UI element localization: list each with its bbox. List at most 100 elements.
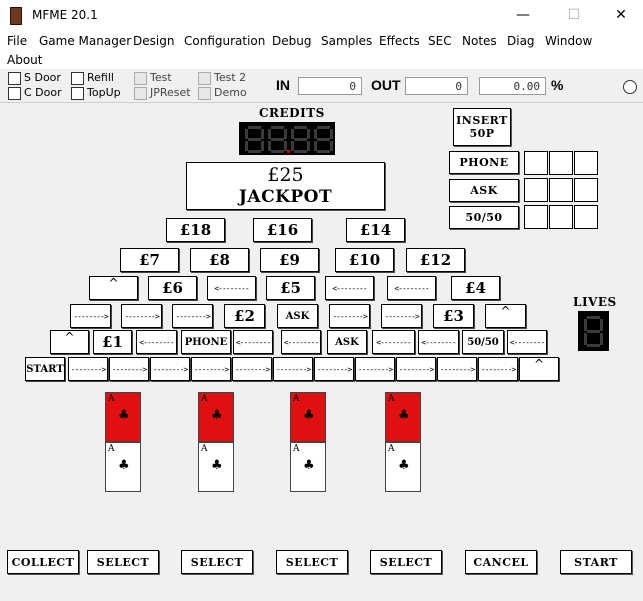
s-door-checkbox[interactable] — [8, 72, 21, 85]
card-back-rank-1: A — [108, 394, 115, 404]
arrow-right-r6k: --------> — [478, 357, 518, 381]
prize-4: £4 — [451, 276, 500, 300]
test-checkbox[interactable] — [134, 72, 147, 85]
close-button[interactable]: ✕ — [615, 7, 627, 23]
arrow-left-r5e: <-------- — [418, 330, 459, 354]
side-phone-button[interactable]: PHONE — [449, 151, 519, 174]
menu-bar: File Game Manager Design Configuration D… — [0, 31, 643, 69]
topup-checkbox[interactable] — [71, 87, 84, 100]
arrow-left-r3b: <-------- — [325, 276, 374, 300]
title-bar: MFME 20.1 — ☐ ✕ — [0, 0, 643, 31]
club-icon: ♣ — [303, 458, 315, 473]
menu-notes[interactable]: Notes — [462, 34, 497, 48]
lives-label: LIVES — [573, 295, 617, 309]
menu-diag[interactable]: Diag — [507, 34, 535, 48]
cancel-button[interactable]: CANCEL — [465, 550, 537, 574]
card-face-1: A ♣ — [105, 442, 141, 492]
club-icon: ♣ — [303, 408, 315, 423]
select-button-1[interactable]: SELECT — [87, 550, 159, 574]
select-button-2[interactable]: SELECT — [181, 550, 253, 574]
arrow-up-r6: ^ — [519, 357, 559, 381]
card-back-rank-2: A — [201, 394, 208, 404]
arrow-right-r4b: --------> — [121, 304, 162, 328]
arrow-up-r5: ^ — [50, 330, 89, 354]
menu-file[interactable]: File — [7, 34, 28, 48]
window-title: MFME 20.1 — [32, 8, 98, 22]
card-rank-4: A — [388, 444, 395, 454]
prize-8: £8 — [190, 248, 249, 272]
prize-6: £6 — [148, 276, 197, 300]
card-back-3: A ♣ — [290, 392, 326, 442]
topup-label: TopUp — [87, 86, 121, 99]
refill-label: Refill — [87, 71, 114, 84]
arrow-right-r4d: --------> — [329, 304, 370, 328]
arrow-left-r3a: <-------- — [207, 276, 256, 300]
in-label: IN — [276, 77, 290, 93]
insert-amount: 50P — [469, 127, 495, 140]
ask-lamp-3 — [574, 178, 598, 202]
club-icon: ♣ — [398, 408, 410, 423]
prize-1: £1 — [93, 330, 132, 354]
toolbar: S Door C Door Refill TopUp Test JPReset … — [0, 69, 643, 103]
lives-display — [578, 311, 609, 351]
club-icon: ♣ — [398, 458, 410, 473]
menu-game-manager[interactable]: Game Manager — [39, 34, 132, 48]
jackpot-panel: £25 JACKPOT — [186, 162, 385, 210]
club-icon: ♣ — [211, 408, 223, 423]
insert-50p-button[interactable]: INSERT 50P — [453, 108, 511, 146]
menu-configuration[interactable]: Configuration — [184, 34, 266, 48]
arrow-right-r6f: --------> — [273, 357, 313, 381]
arrow-left-r3c: <-------- — [387, 276, 436, 300]
5050-lamp-1 — [524, 205, 548, 229]
c-door-checkbox[interactable] — [8, 87, 21, 100]
arrow-left-r5d: <-------- — [372, 330, 415, 354]
select-button-4[interactable]: SELECT — [370, 550, 442, 574]
side-5050-button[interactable]: 50/50 — [449, 206, 519, 229]
percent-label: % — [551, 77, 564, 93]
phone-lifeline: PHONE — [181, 330, 231, 354]
credits-label: CREDITS — [259, 106, 325, 120]
status-radio[interactable] — [623, 80, 637, 94]
card-slot-1: A ♣ A ♣ — [105, 392, 142, 492]
menu-debug[interactable]: Debug — [272, 34, 312, 48]
app-icon — [10, 7, 22, 25]
out-counter: 0 — [405, 77, 468, 95]
club-icon: ♣ — [118, 408, 130, 423]
collect-button[interactable]: COLLECT — [7, 550, 79, 574]
demo-checkbox[interactable] — [198, 87, 211, 100]
phone-lamp-3 — [574, 151, 598, 175]
select-button-3[interactable]: SELECT — [276, 550, 348, 574]
prize-16: £16 — [253, 218, 312, 242]
arrow-right-r4a: --------> — [70, 304, 111, 328]
side-ask-button[interactable]: ASK — [449, 179, 519, 202]
card-slot-3: A ♣ A ♣ — [290, 392, 327, 492]
prize-2: £2 — [224, 304, 265, 328]
jackpot-label: JACKPOT — [238, 187, 333, 207]
out-label: OUT — [371, 77, 401, 93]
c-door-label: C Door — [24, 86, 62, 99]
arrow-up-r4: ^ — [485, 304, 526, 328]
menu-samples[interactable]: Samples — [321, 34, 373, 48]
menu-window[interactable]: Window — [545, 34, 593, 48]
prize-5: £5 — [266, 276, 315, 300]
card-rank-1: A — [108, 444, 115, 454]
menu-about[interactable]: About — [7, 53, 43, 67]
jpreset-checkbox[interactable] — [134, 87, 147, 100]
arrow-right-r6h: --------> — [355, 357, 395, 381]
arrow-up-r3: ^ — [89, 276, 138, 300]
menu-design[interactable]: Design — [133, 34, 175, 48]
start-button[interactable]: START — [560, 550, 632, 574]
test2-checkbox[interactable] — [198, 72, 211, 85]
prize-18: £18 — [166, 218, 225, 242]
card-slot-4: A ♣ A ♣ — [385, 392, 422, 492]
prize-3: £3 — [433, 304, 474, 328]
maximize-button[interactable]: ☐ — [567, 7, 581, 23]
minimize-button[interactable]: — — [516, 7, 530, 23]
seven-segment-credits — [245, 126, 333, 153]
menu-effects[interactable]: Effects — [379, 34, 420, 48]
menu-sec[interactable]: SEC — [428, 34, 452, 48]
card-face-4: A ♣ — [385, 442, 421, 492]
arrow-right-r6i: --------> — [396, 357, 436, 381]
card-slot-2: A ♣ A ♣ — [198, 392, 235, 492]
refill-checkbox[interactable] — [71, 72, 84, 85]
